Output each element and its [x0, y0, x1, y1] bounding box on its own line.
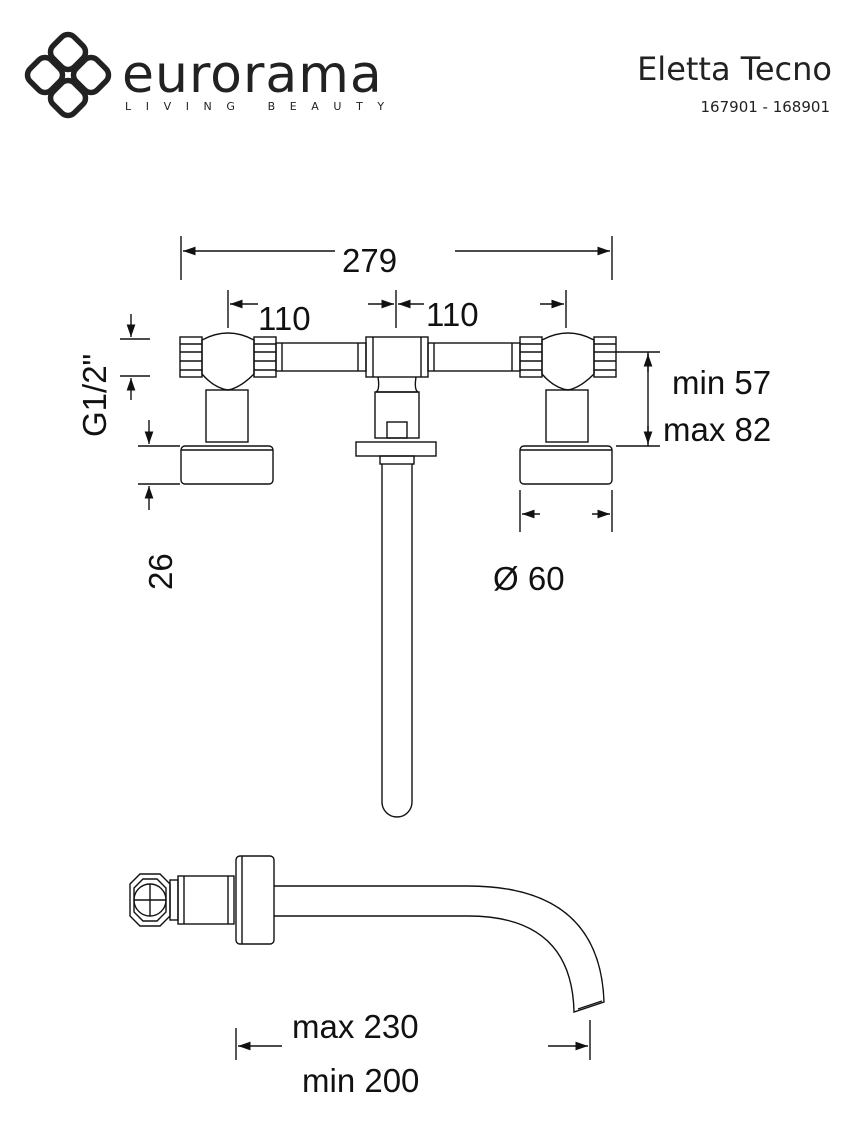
brand-name: eurorama [122, 45, 383, 105]
product-name: Eletta Tecno [637, 50, 832, 88]
eurorama-knot-logo-icon [24, 31, 112, 119]
brand-logo: eurorama LIVING BEAUTY [22, 30, 384, 122]
dim-spout-max: max 230 [292, 1008, 419, 1045]
dim-right-spacing: 110 [426, 296, 479, 333]
dim-rosette-depth: 26 [142, 553, 179, 590]
dim-min-depth: min 57 [672, 364, 771, 401]
dim-rosette-diameter: Ø 60 [493, 560, 565, 597]
dim-max-depth: max 82 [663, 411, 771, 448]
dim-thread: G1/2" [76, 354, 113, 437]
dim-total-width: 279 [342, 242, 397, 279]
dim-left-spacing: 110 [258, 300, 311, 337]
dim-spout-min: min 200 [302, 1062, 419, 1099]
brand-tagline: LIVING BEAUTY [125, 100, 399, 113]
product-codes: 167901 - 168901 [700, 98, 830, 116]
